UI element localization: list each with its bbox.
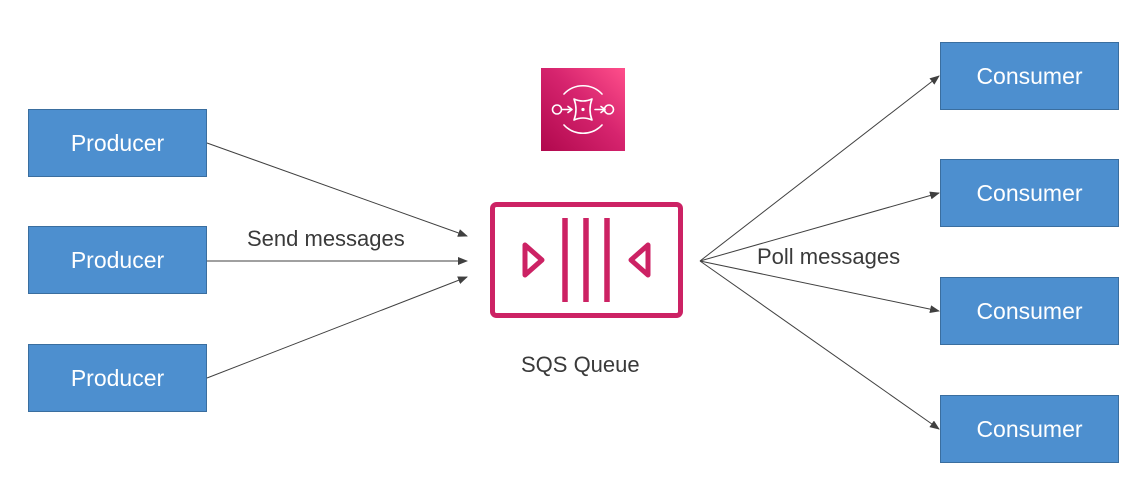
send-messages-label: Send messages (247, 226, 405, 251)
sqs-service-icon (541, 68, 625, 151)
consumer-label: Consumer (976, 415, 1083, 442)
sqs-glyph (551, 85, 615, 134)
producer-label: Producer (70, 364, 165, 391)
arrow-producer-3-to-queue (206, 276, 468, 379)
producer-box: Producer (28, 109, 207, 177)
producer-box: Producer (28, 226, 207, 294)
arrow-queue-to-consumer-4 (699, 260, 940, 430)
consumer-label: Consumer (976, 62, 1083, 89)
poll-messages-label: Poll messages (757, 244, 901, 269)
consumer-box: Consumer (940, 395, 1119, 463)
arrow-queue-to-consumer-1 (699, 75, 940, 262)
consumer-label: Consumer (976, 297, 1083, 324)
arrow-producer-1-to-queue (206, 142, 468, 237)
producer-box: Producer (28, 344, 207, 412)
producer-label: Producer (70, 246, 165, 273)
consumer-box: Consumer (940, 42, 1119, 110)
consumer-label: Consumer (976, 179, 1083, 206)
arrow-queue-to-consumer-2 (699, 191, 940, 262)
consumer-box: Consumer (940, 159, 1119, 227)
queue-name-label: SQS Queue (521, 352, 640, 377)
arrow-queue-to-consumer-3 (699, 260, 940, 314)
producer-label: Producer (70, 129, 165, 156)
queue-icon (490, 202, 683, 318)
consumer-box: Consumer (940, 277, 1119, 345)
